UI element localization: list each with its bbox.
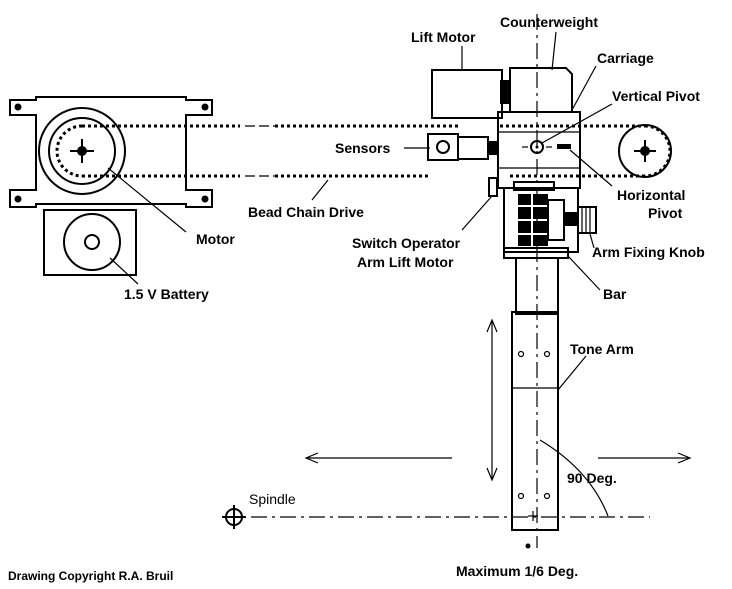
label-sensors: Sensors (335, 140, 390, 156)
label-90-deg: 90 Deg. (567, 470, 617, 486)
counterweight (509, 67, 573, 113)
label-carriage: Carriage (597, 50, 654, 66)
horizontal-pivot (557, 144, 571, 149)
label-battery: 1.5 V Battery (124, 286, 209, 302)
copyright-text: Drawing Copyright R.A. Bruil (8, 569, 173, 583)
idler-pulley-right (618, 124, 672, 178)
label-motor: Motor (196, 231, 235, 247)
leader-lines (107, 31, 613, 391)
lift-motor (431, 69, 510, 119)
label-spindle: Spindle (249, 491, 296, 507)
label-lift-motor: Lift Motor (411, 29, 476, 45)
label-switch-operator-line2: Arm Lift Motor (357, 254, 454, 270)
label-tone-arm: Tone Arm (570, 341, 634, 357)
motor-bracket (9, 96, 213, 208)
label-switch-operator-line1: Switch Operator (352, 235, 461, 251)
drive-pulley-left (38, 107, 126, 195)
spindle-symbol (222, 505, 246, 529)
label-horizontal-pivot-line2: Pivot (648, 205, 683, 221)
max-angle-marker (525, 543, 531, 549)
arm-mount-block (503, 181, 579, 253)
tone-arm (511, 311, 559, 531)
battery (43, 209, 137, 276)
label-horizontal-pivot-line1: Horizontal (617, 187, 685, 203)
label-bead-chain-drive: Bead Chain Drive (248, 204, 364, 220)
bar (503, 247, 569, 315)
label-max-angle: Maximum 1/6 Deg. (456, 563, 578, 579)
sensors (427, 133, 498, 161)
label-bar: Bar (603, 286, 627, 302)
horizontal-travel-arrow (304, 452, 692, 464)
arm-fixing-knob (564, 206, 597, 234)
switch-operator (488, 177, 498, 197)
label-arm-fixing-knob: Arm Fixing Knob (592, 244, 705, 260)
angle-arc-90 (539, 439, 609, 517)
label-counterweight: Counterweight (500, 14, 598, 30)
vertical-travel-arrow (486, 318, 498, 482)
label-vertical-pivot: Vertical Pivot (612, 88, 700, 104)
